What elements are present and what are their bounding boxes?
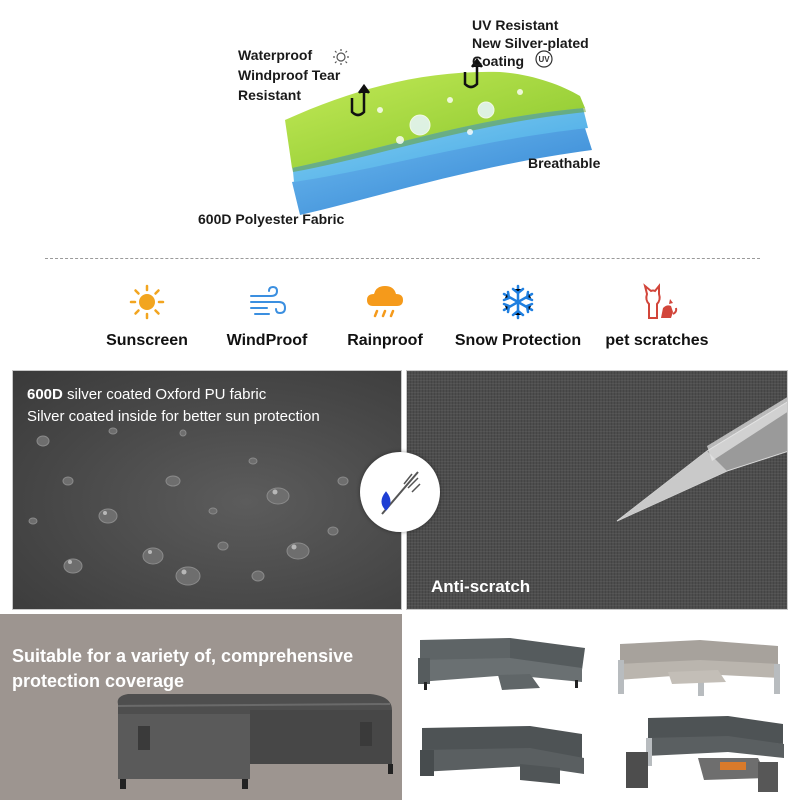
sofa-image-1 (410, 620, 595, 705)
sun-icon (129, 284, 165, 320)
water-droplet (409, 114, 431, 136)
feature-rainproof: Rainproof (310, 282, 460, 350)
svg-text:UV: UV (538, 55, 550, 64)
uv-label-line: Coating (472, 53, 525, 69)
fabric-desc-rest: silver coated Oxford PU fabric (62, 386, 267, 403)
utility-knife-illustration (616, 397, 787, 522)
feature-label: WindProof (226, 332, 308, 349)
coverage-section: Suitable for a variety of, comprehensive… (0, 614, 402, 800)
waterproof-badge (360, 452, 440, 532)
feature-sunscreen: Sunscreen (72, 282, 222, 350)
fabric-desc-bold: 600D (27, 386, 63, 403)
anti-scratch-label: Anti-scratch (431, 577, 531, 596)
uv-label-line: UV Resistant (472, 17, 559, 33)
sofa-image-3 (410, 708, 595, 796)
feature-label: Snow Protection (454, 332, 582, 349)
section-divider (45, 258, 760, 259)
feature-windproof: WindProof (192, 282, 342, 350)
uv-arrow (463, 57, 484, 89)
feature-pet: pet scratches (582, 282, 732, 350)
breathable-label: Breathable (528, 155, 601, 171)
bottom-layer (292, 128, 592, 215)
fabric-desc-line2: Silver coated inside for better sun prot… (27, 408, 320, 425)
feature-label: pet scratches (605, 332, 709, 349)
waterproof-arrow (350, 83, 371, 117)
waterproof-label-line: Resistant (238, 87, 302, 103)
water-beads-illustration (28, 427, 349, 586)
polyester-label: 600D Polyester Fabric (198, 211, 345, 227)
waterproof-label-line: Waterproof (238, 47, 313, 63)
uv-label-line: New Silver-plated (472, 35, 589, 51)
anti-scratch-panel: Anti-scratch (406, 370, 788, 610)
pet-icon (643, 283, 678, 319)
wind-icon (250, 285, 287, 315)
coverage-line1: Suitable for a variety of, comprehensive (12, 646, 354, 666)
fabric-desc-line1: 600D silver coated Oxford PU fabric (27, 385, 266, 405)
waterproof-label-line: Windproof Tear (238, 67, 341, 83)
small-sun-icon (333, 49, 349, 65)
waterproof-fabric-panel: 600D silver coated Oxford PU fabric Silv… (12, 370, 402, 610)
coverage-text: Suitable for a variety of, comprehensive… (12, 644, 353, 694)
uv-label: UV Resistant New Silver-plated Coating (472, 16, 589, 70)
waterproof-label: Waterproof Windproof Tear Resistant (238, 45, 340, 105)
feature-label: Rainproof (347, 332, 423, 349)
sofa-image-2 (608, 620, 793, 705)
top-layer (285, 71, 585, 168)
sofa-image-4 (608, 708, 793, 796)
feature-label: Sunscreen (106, 332, 188, 349)
coverage-line2: protection coverage (12, 671, 185, 691)
water-droplet (477, 101, 495, 119)
fabric-layers-illustration: UV (285, 49, 592, 215)
uv-badge-icon: UV (535, 50, 553, 68)
snowflake-icon (502, 284, 534, 320)
rain-cloud-icon (367, 286, 403, 318)
feature-snow: Snow Protection (443, 282, 593, 350)
water-drop-icon (381, 471, 421, 515)
fabric-layer-diagram: UV Waterproof Windproof Tear Resistant U… (0, 0, 800, 245)
covered-sofa-illustration (117, 694, 393, 789)
middle-layer (290, 104, 588, 182)
